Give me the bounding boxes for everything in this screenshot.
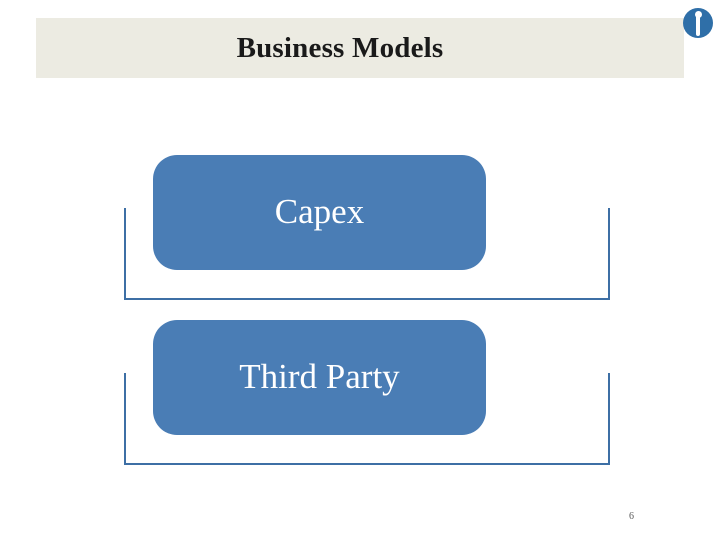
page-title: Business Models bbox=[236, 31, 444, 64]
bracket-outline bbox=[124, 373, 610, 465]
model-pill-third-party[interactable]: Third Party bbox=[153, 320, 486, 435]
model-pill-label: Third Party bbox=[239, 357, 400, 397]
model-pill-capex[interactable]: Capex bbox=[153, 155, 486, 270]
diagram-row: Third Party bbox=[0, 315, 720, 475]
logo-stem bbox=[696, 14, 700, 36]
bracket-outline bbox=[124, 208, 610, 300]
model-pill-label: Capex bbox=[274, 192, 365, 232]
title-band bbox=[36, 18, 684, 78]
logo-dot bbox=[694, 11, 702, 18]
lightbulb-logo-icon bbox=[683, 8, 713, 52]
business-models-diagram: Capex Third Party bbox=[0, 150, 720, 490]
diagram-row: Capex bbox=[0, 150, 720, 310]
page-number: 6 bbox=[629, 511, 634, 522]
